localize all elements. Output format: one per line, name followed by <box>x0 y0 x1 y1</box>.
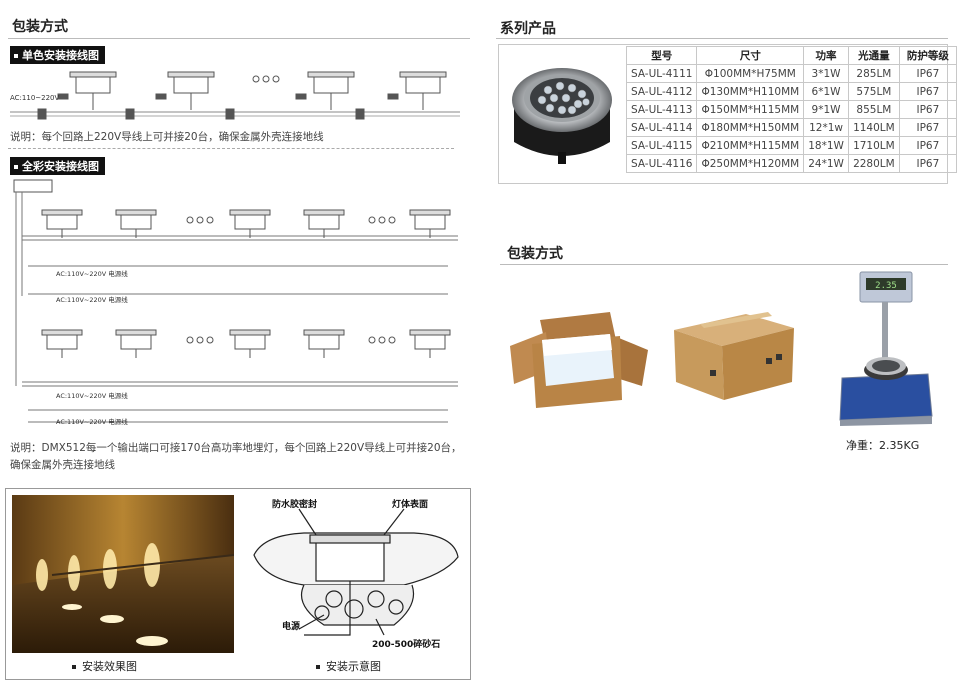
cell-ip: IP67 <box>898 136 957 155</box>
cell-ip: IP67 <box>898 64 957 83</box>
col-model: 型号 <box>625 46 698 65</box>
cell-lumen: 2280LM <box>847 154 900 173</box>
label-waterproof-seal: 防水胶密封 <box>272 498 317 510</box>
cell-ip: IP67 <box>898 82 957 101</box>
installation-panel <box>5 488 471 680</box>
label-lamp-surface: 灯体表面 <box>392 498 428 510</box>
single-color-wiring-diagram: AC:110~220V <box>10 71 460 120</box>
title-divider <box>8 38 470 39</box>
diagram-caption: 安装示意图 <box>316 658 381 674</box>
cell-lumen: 285LM <box>847 64 900 83</box>
cell-model: SA-UL-4115 <box>625 136 698 155</box>
col-ip: 防护等级 <box>898 46 957 65</box>
weighing-scale-image: 2.35 <box>839 271 933 426</box>
cell-model: SA-UL-4112 <box>625 82 698 101</box>
full-color-note-line1: 说明：DMX512每一个输出端口可接170台高功率地埋灯，每个回路上220V导线… <box>10 442 462 454</box>
product-image <box>512 68 612 164</box>
open-box-image <box>510 312 648 408</box>
single-ac-label: AC:110~220V <box>10 94 59 102</box>
scale-display: 2.35 <box>875 281 897 291</box>
cell-model: SA-UL-4113 <box>625 100 698 119</box>
label-gravel: 200-500碎砂石 <box>372 638 440 650</box>
cell-ip: IP67 <box>898 118 957 137</box>
rgb-ac-label-4: AC:110V~220V 电源线 <box>56 417 128 426</box>
cell-power: 6*1W <box>803 82 849 101</box>
cell-size: Φ250MM*H120MM <box>696 154 805 173</box>
packing-divider <box>500 264 948 265</box>
cell-size: Φ130MM*H110MM <box>696 82 805 101</box>
cell-size: Φ100MM*H75MM <box>696 64 805 83</box>
rgb-ac-label-1: AC:110V~220V 电源线 <box>56 269 128 278</box>
full-color-wiring-diagram: AC:110V~220V 电源线 AC:110V~220V 电源线 AC:110… <box>13 179 458 426</box>
rgb-ac-label-3: AC:110V~220V 电源线 <box>56 391 128 400</box>
cell-lumen: 855LM <box>847 100 900 119</box>
cell-model: SA-UL-4114 <box>625 118 698 137</box>
cell-size: Φ180MM*H150MM <box>696 118 805 137</box>
rgb-ac-label-2: AC:110V~220V 电源线 <box>56 295 128 304</box>
col-power: 功率 <box>803 46 849 65</box>
col-size: 尺寸 <box>696 46 805 65</box>
cell-power: 24*1W <box>803 154 849 173</box>
cell-power: 9*1W <box>803 100 849 119</box>
single-color-tag: 单色安装接线图 <box>10 46 105 64</box>
cell-model: SA-UL-4116 <box>625 154 698 173</box>
packing-section-title: 包装方式 <box>12 19 68 35</box>
cell-size: Φ210MM*H115MM <box>696 136 805 155</box>
installation-effect-photo <box>12 495 234 653</box>
spec-header-row: 型号 尺寸 功率 光通量 防护等级 <box>625 46 957 65</box>
col-lumen: 光通量 <box>847 46 900 65</box>
packing-title-right: 包装方式 <box>507 246 563 262</box>
cell-size: Φ150MM*H115MM <box>696 100 805 119</box>
installation-schematic: 防水胶密封 灯体表面 电源 200-500碎砂石 <box>253 498 459 650</box>
series-divider <box>496 38 948 39</box>
closed-box-image <box>674 312 794 400</box>
single-color-note: 说明：每个回路上220V导线上可并接20台，确保金属外壳连接地线 <box>10 131 324 143</box>
effect-caption: 安装效果图 <box>72 658 137 674</box>
net-weight: 净重：2.35KG <box>846 439 920 452</box>
cell-power: 18*1W <box>803 136 849 155</box>
dashed-divider <box>8 148 454 149</box>
cell-lumen: 575LM <box>847 82 900 101</box>
cell-model: SA-UL-4111 <box>625 64 698 83</box>
cell-lumen: 1710LM <box>847 136 900 155</box>
cell-power: 3*1W <box>803 64 849 83</box>
full-color-tag: 全彩安装接线图 <box>10 157 105 175</box>
cell-power: 12*1w <box>803 118 849 137</box>
cell-ip: IP67 <box>898 100 957 119</box>
cell-ip: IP67 <box>898 154 957 173</box>
cell-lumen: 1140LM <box>847 118 900 137</box>
series-title: 系列产品 <box>500 21 556 37</box>
label-power: 电源 <box>282 620 300 632</box>
full-color-note-line2: 确保金属外壳连接地线 <box>10 459 115 471</box>
